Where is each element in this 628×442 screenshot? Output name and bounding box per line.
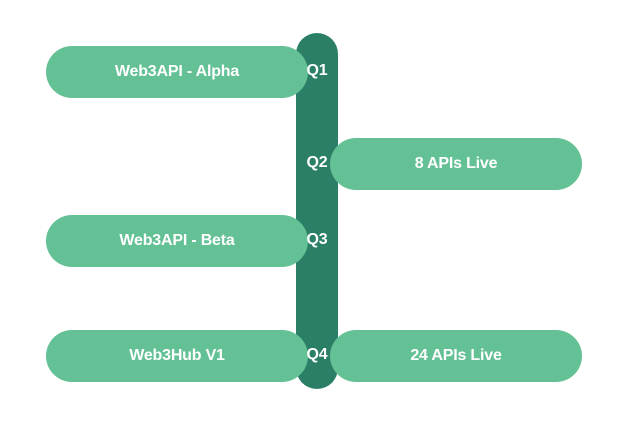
milestone-pill-q4-left[interactable]: Web3Hub V1 xyxy=(46,330,308,382)
milestone-label: 8 APIs Live xyxy=(414,155,498,172)
timeline-spine xyxy=(296,33,338,389)
milestone-label: 24 APIs Live xyxy=(410,347,502,364)
quarter-marker-q1[interactable]: Q1 xyxy=(306,62,328,79)
milestone-pill-q2-right[interactable]: 8 APIs Live xyxy=(330,138,582,190)
milestone-label: Web3API - Alpha xyxy=(114,63,240,80)
milestone-pill-q4-right[interactable]: 24 APIs Live xyxy=(330,330,582,382)
quarter-marker-q2[interactable]: Q2 xyxy=(306,154,328,171)
milestone-pill-q1-left[interactable]: Web3API - Alpha xyxy=(46,46,308,98)
quarter-marker-q4[interactable]: Q4 xyxy=(306,346,328,363)
milestone-pill-q3-left[interactable]: Web3API - Beta xyxy=(46,215,308,267)
milestone-label: Web3API - Beta xyxy=(119,232,235,249)
quarter-marker-q3[interactable]: Q3 xyxy=(306,231,328,248)
milestone-label: Web3Hub V1 xyxy=(129,347,225,364)
